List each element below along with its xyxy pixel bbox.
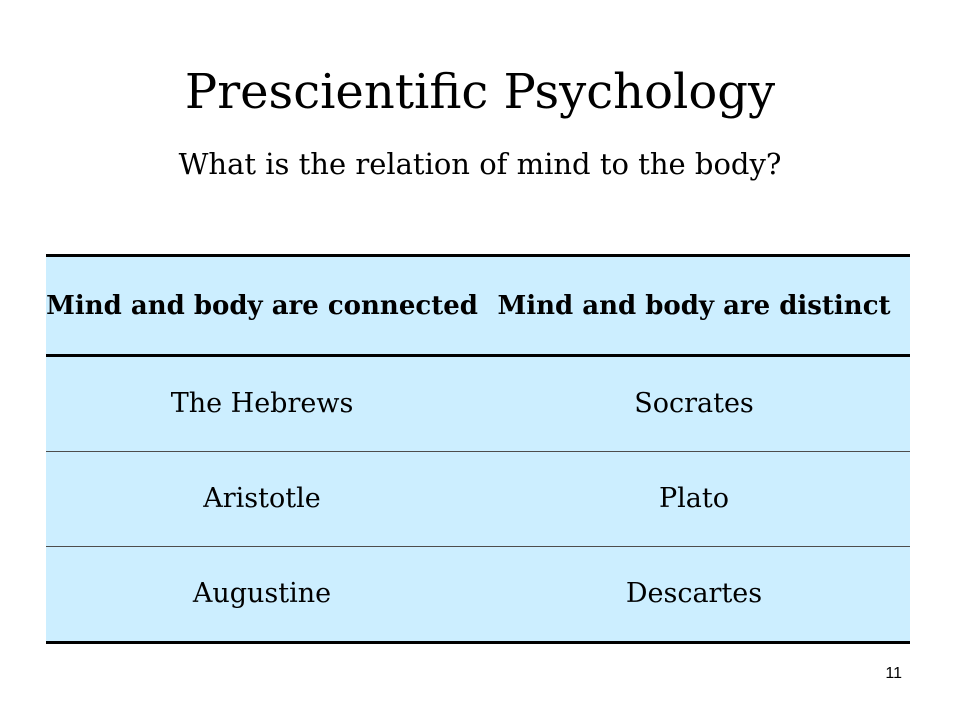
table-row: Augustine Descartes [46, 547, 910, 643]
column-header-distinct: Mind and body are distinct [478, 255, 910, 357]
table-header-row: Mind and body are connected Mind and bod… [46, 255, 910, 357]
column-header-connected: Mind and body are connected [46, 255, 478, 357]
table-row: The Hebrews Socrates [46, 355, 910, 452]
slide-subtitle: What is the relation of mind to the body… [178, 147, 782, 181]
table-cell: The Hebrews [46, 355, 478, 452]
table-row: Aristotle Plato [46, 451, 910, 547]
slide-title: Prescientific Psychology [184, 64, 776, 120]
comparison-table: Mind and body are connected Mind and bod… [46, 254, 910, 644]
table-cell: Aristotle [46, 451, 478, 547]
table-cell: Descartes [625, 578, 763, 609]
table-cell: Plato [478, 451, 910, 547]
page-number: 11 [885, 665, 902, 682]
table-cell: Socrates [478, 355, 910, 452]
table-cell: Augustine [192, 578, 332, 609]
